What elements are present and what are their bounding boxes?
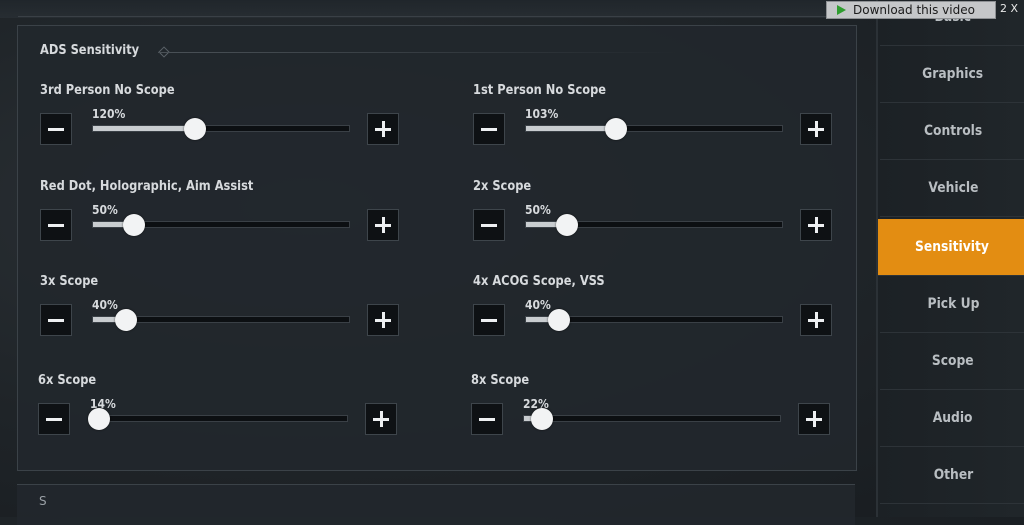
setting-label: 1st Person No Scope — [473, 83, 607, 98]
setting-value: 40% — [92, 298, 118, 312]
sidebar-item-label: Sensitivity — [915, 239, 989, 255]
slider-track[interactable] — [525, 214, 783, 236]
setting-8x-scope: 8x Scope 22% — [471, 373, 841, 453]
overlay-controls[interactable]: 2 X — [1000, 2, 1019, 15]
setting-value: 103% — [525, 107, 559, 121]
setting-value: 22% — [523, 397, 549, 411]
top-strip-frame — [18, 0, 858, 17]
slider-knob[interactable] — [604, 118, 627, 140]
increase-button[interactable] — [365, 403, 397, 435]
download-video-button[interactable]: Download this video — [826, 1, 996, 19]
slider-fill — [526, 126, 616, 131]
download-overlay: Download this video 2 X — [826, 0, 1024, 20]
sidebar-item-vehicle[interactable]: Vehicle — [880, 160, 1024, 217]
setting-label: 2x Scope — [473, 179, 532, 194]
setting-3rd-person-no-scope: 3rd Person No Scope 120% — [40, 83, 410, 163]
setting-red-dot-holographic-aim-assist: Red Dot, Holographic, Aim Assist 50% — [40, 179, 410, 259]
increase-button[interactable] — [798, 403, 830, 435]
sidebar-item-label: Scope — [932, 353, 974, 369]
setting-value: 50% — [92, 203, 118, 217]
increase-button[interactable] — [367, 209, 399, 241]
setting-label: 3x Scope — [40, 274, 99, 289]
setting-value: 50% — [525, 203, 551, 217]
decrease-button[interactable] — [38, 403, 70, 435]
minus-icon — [48, 319, 64, 322]
setting-value: 120% — [92, 107, 126, 121]
sidebar-item-label: Controls — [923, 123, 983, 139]
decrease-button[interactable] — [473, 304, 505, 336]
sidebar-item-sensitivity[interactable]: Sensitivity — [878, 219, 1024, 276]
decrease-button[interactable] — [473, 209, 505, 241]
setting-label: Red Dot, Holographic, Aim Assist — [40, 179, 254, 194]
sidebar-item-label: Other — [933, 467, 973, 483]
slider-track[interactable] — [92, 118, 350, 140]
decrease-button[interactable] — [40, 209, 72, 241]
increase-button[interactable] — [367, 113, 399, 145]
slider-track[interactable] — [525, 309, 783, 331]
slider-track[interactable] — [87, 408, 348, 430]
setting-label: 4x ACOG Scope, VSS — [473, 274, 605, 289]
minus-icon — [481, 319, 497, 322]
sidebar-item-scope[interactable]: Scope — [880, 333, 1024, 390]
slider-track[interactable] — [92, 309, 350, 331]
next-section-panel: S — [17, 484, 855, 525]
settings-sidebar: Basic Graphics Controls Vehicle Sensitiv… — [876, 0, 1024, 517]
setting-3x-scope: 3x Scope 40% — [40, 274, 410, 354]
setting-4x-acog-scope-vss: 4x ACOG Scope, VSS 40% — [473, 274, 843, 354]
slider-fill — [526, 317, 560, 322]
decrease-button[interactable] — [40, 113, 72, 145]
section-divider — [158, 52, 678, 53]
sidebar-item-label: Vehicle — [927, 180, 979, 196]
sidebar-item-graphics[interactable]: Graphics — [880, 46, 1024, 103]
sidebar-item-pick-up[interactable]: Pick Up — [880, 276, 1024, 333]
minus-icon — [48, 128, 64, 131]
sidebar-item-audio[interactable]: Audio — [880, 390, 1024, 447]
slider-knob[interactable] — [122, 214, 145, 236]
next-section-title: S — [39, 494, 47, 508]
increase-button[interactable] — [800, 209, 832, 241]
minus-icon — [481, 224, 497, 227]
increase-button[interactable] — [367, 304, 399, 336]
setting-label: 6x Scope — [38, 373, 97, 388]
slider-fill — [93, 222, 134, 227]
slider-knob[interactable] — [530, 408, 553, 430]
minus-icon — [46, 418, 62, 421]
increase-button[interactable] — [800, 304, 832, 336]
decrease-button[interactable] — [471, 403, 503, 435]
setting-6x-scope: 6x Scope 14% — [38, 373, 408, 453]
setting-label: 3rd Person No Scope — [40, 83, 175, 98]
slider-knob[interactable] — [87, 408, 110, 430]
slider-track[interactable] — [525, 118, 783, 140]
slider-knob[interactable] — [555, 214, 578, 236]
top-strip — [0, 0, 876, 18]
sidebar-item-label: Pick Up — [927, 296, 979, 312]
slider-fill — [526, 222, 567, 227]
setting-label: 8x Scope — [471, 373, 530, 388]
section-title: ADS Sensitivity — [40, 43, 140, 58]
sidebar-item-label: Audio — [933, 410, 973, 426]
minus-icon — [479, 418, 495, 421]
minus-icon — [481, 128, 497, 131]
setting-value: 40% — [525, 298, 551, 312]
slider-knob[interactable] — [115, 309, 138, 331]
slider-knob[interactable] — [548, 309, 571, 331]
slider-fill — [93, 126, 196, 131]
download-video-label: Download this video — [853, 3, 975, 17]
setting-1st-person-no-scope: 1st Person No Scope 103% — [473, 83, 843, 163]
ads-sensitivity-panel: ADS Sensitivity 3rd Person No Scope 120%… — [17, 25, 857, 471]
setting-2x-scope: 2x Scope 50% — [473, 179, 843, 259]
slider-track[interactable] — [523, 408, 781, 430]
increase-button[interactable] — [800, 113, 832, 145]
slider-knob[interactable] — [184, 118, 207, 140]
play-icon — [837, 5, 846, 15]
setting-value: 14% — [90, 397, 116, 411]
slider-fill — [93, 317, 127, 322]
minus-icon — [48, 224, 64, 227]
sidebar-item-other[interactable]: Other — [880, 447, 1024, 504]
sidebar-item-label: Graphics — [922, 66, 984, 82]
sidebar-item-controls[interactable]: Controls — [880, 103, 1024, 160]
decrease-button[interactable] — [473, 113, 505, 145]
slider-track[interactable] — [92, 214, 350, 236]
decrease-button[interactable] — [40, 304, 72, 336]
